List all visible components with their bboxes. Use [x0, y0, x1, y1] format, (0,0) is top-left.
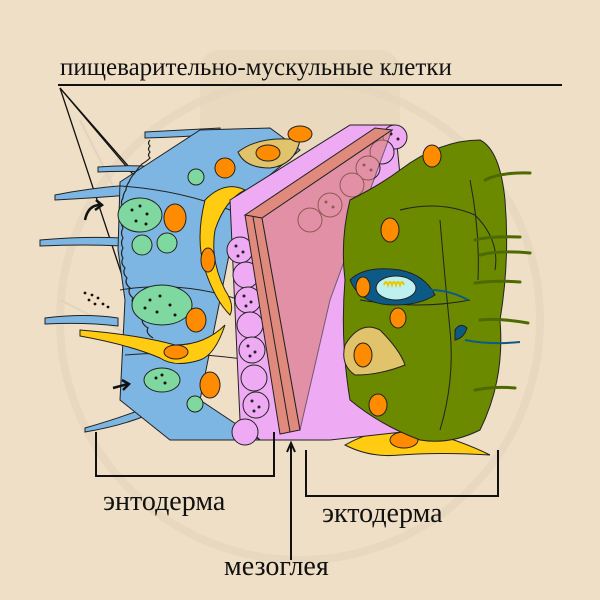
- digestive-muscle-cells-label: пищеварительно-мускульные клетки: [60, 54, 452, 81]
- food-vacuoles: [117, 168, 205, 413]
- ectoderm-label: эктодерма: [322, 498, 443, 529]
- endoderm-nuclei: [163, 125, 313, 399]
- endoderm-label: энтодерма: [103, 486, 226, 517]
- vacuole-particles: [83, 204, 177, 385]
- particle-arrows: [83, 199, 132, 391]
- layer-brackets: [95, 432, 499, 560]
- ectoderm-layer: [342, 139, 532, 442]
- cnidocyte: [349, 268, 521, 345]
- endoderm-layer: [39, 125, 313, 441]
- ectoderm-nuclei: [368, 144, 442, 417]
- mesoglea-label: мезоглея: [224, 551, 329, 582]
- ectoderm-cilia: [473, 171, 532, 392]
